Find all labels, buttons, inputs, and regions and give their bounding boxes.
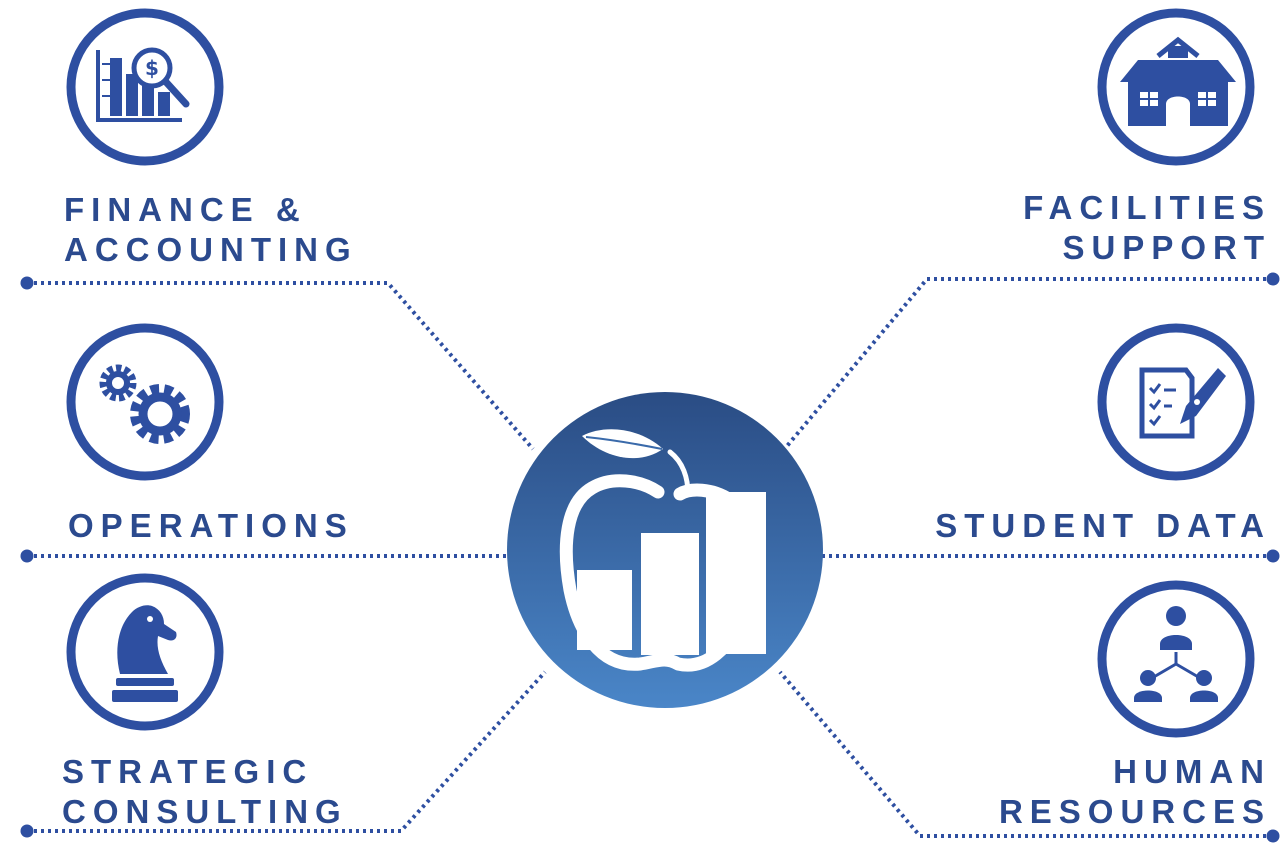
label-finance: FINANCE & ACCOUNTING [64,190,358,270]
label-student: STUDENT DATA [935,506,1271,546]
facilities-line-1: FACILITIES [1023,189,1271,226]
gears-icon [66,323,224,481]
facilities-line-2: SUPPORT [1062,229,1271,266]
strategic-line-1: STRATEGIC [62,753,314,790]
connector-student [822,549,1280,563]
finance-chart-dollar-icon: $ [66,8,224,166]
connector-operations [20,549,507,563]
hr-line-1: HUMAN [1113,753,1271,790]
chess-knight-icon [66,573,224,731]
apple-bar-chart-icon [559,429,766,672]
operations-line-1: OPERATIONS [68,507,354,544]
strategic-line-2: CONSULTING [62,793,348,830]
hub-logo [507,392,823,708]
label-hr: HUMAN RESOURCES [999,752,1271,832]
org-chart-people-icon [1097,580,1255,738]
hr-line-2: RESOURCES [998,793,1271,830]
label-operations: OPERATIONS [68,506,354,546]
svg-text:$: $ [145,56,159,80]
label-facilities: FACILITIES SUPPORT [1023,188,1271,268]
finance-line-2: ACCOUNTING [64,231,358,268]
student-line-1: STUDENT DATA [935,507,1271,544]
connector-facilities [785,272,1280,448]
connector-strategic [20,670,547,838]
connector-finance [20,276,535,451]
finance-line-1: FINANCE & [64,191,307,228]
connector-hr [778,670,1280,843]
schoolhouse-icon [1097,8,1255,166]
checklist-pen-icon [1097,323,1255,481]
label-strategic: STRATEGIC CONSULTING [62,752,348,832]
